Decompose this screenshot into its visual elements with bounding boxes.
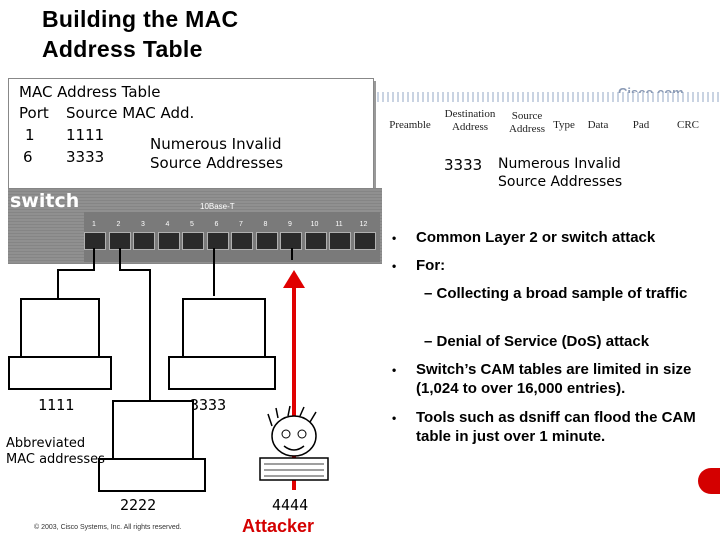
bullet-dot: • [392, 259, 397, 273]
frame-source-value: 3333 [444, 156, 483, 174]
switch-port-10 [304, 232, 327, 250]
bullet-dot: • [392, 231, 397, 245]
frame-field-destination: Destination Address [444, 108, 496, 133]
pc2-base [168, 356, 276, 390]
ethernet-frame-header: Preamble Destination Address Source Addr… [382, 106, 714, 140]
bullet-item: Switch’s CAM tables are limited in size … [416, 361, 692, 397]
attacker-mac: 4444 [272, 496, 309, 514]
switch-port-5 [182, 232, 204, 250]
bullet-dot: • [392, 411, 397, 425]
pc2-mac: 3333 [190, 396, 227, 414]
switch-port-11 [329, 232, 351, 250]
pc1-base [8, 356, 112, 390]
abbrev-note: Abbreviated MAC addresses [6, 436, 105, 467]
switch-label: switch [10, 190, 80, 212]
switch-port-number: 5 [190, 221, 194, 228]
switch-port-number: 9 [288, 221, 292, 228]
switch-port-4 [157, 232, 180, 250]
mac-table-title: MAC Address Table [19, 83, 161, 101]
pc3-monitor [112, 400, 194, 462]
switch-port-8 [255, 232, 278, 250]
switch-port-3 [133, 232, 155, 250]
frame-field-pad: Pad [632, 119, 650, 131]
switch-port-12 [353, 232, 376, 250]
switch-port-number: 6 [214, 221, 219, 228]
sub-bullet-item: – Collecting a broad sample of traffic [424, 285, 688, 302]
frame-field-type: Type [553, 119, 575, 131]
pc3-mac: 2222 [120, 496, 157, 514]
switch-port-number: 10 [310, 221, 319, 228]
switch-port-7 [231, 232, 253, 250]
pc3-base [98, 458, 206, 492]
mac-table-row-mac: 3333 [66, 148, 105, 166]
mac-table-row-port: 6 [23, 148, 33, 166]
mac-table-col-source: Source MAC Add. [66, 104, 195, 122]
sub-bullet-item: – Denial of Service (DoS) attack [424, 333, 650, 350]
frame-field-source: Source Address [508, 110, 546, 135]
frame-field-preamble: Preamble [389, 119, 431, 131]
cable-pc3 [119, 248, 151, 400]
mac-table-col-port: Port [19, 104, 49, 122]
pc2-monitor [182, 298, 266, 360]
switch-port-6 [206, 232, 229, 250]
bullet-item: Tools such as dsniff can flood the CAM t… [416, 409, 696, 445]
frame-field-crc: CRC [676, 119, 699, 131]
switch-port-number: 2 [116, 221, 121, 228]
switch-port-number: 11 [335, 221, 343, 228]
mac-table-note: Numerous Invalid Source Addresses [150, 135, 284, 172]
attacker-cartoon [259, 405, 329, 481]
pc1-mac: 1111 [38, 396, 75, 414]
title-line-2: Address Table [42, 36, 203, 62]
title-line-1: Building the MAC [42, 6, 239, 32]
header-band [372, 92, 720, 102]
bullet-item: For: [416, 257, 446, 274]
mac-address-table: MAC Address Table Port Source MAC Add. 1… [8, 78, 374, 192]
frame-note: Numerous Invalid Source Addresses [498, 156, 623, 190]
pc1-monitor [20, 298, 100, 360]
switch-port-number: 3 [141, 221, 145, 228]
bullet-dot: • [392, 363, 397, 377]
cable-pc1 [57, 248, 95, 300]
mac-table-row-port: 1 [25, 126, 35, 144]
mac-table-row-mac: 1111 [66, 126, 105, 144]
frame-field-data: Data [587, 119, 609, 131]
switch-port-number: 4 [165, 221, 170, 228]
cisco-brand: Cisco.com [618, 85, 684, 93]
switch-ports-label: 10Base-T [200, 202, 235, 211]
switch-port-number: 12 [359, 221, 368, 228]
attacker-label: Attacker [242, 516, 315, 536]
attack-arrow-head [283, 270, 305, 288]
switch-port-number: 7 [239, 221, 243, 228]
bullet-item: Common Layer 2 or switch attack [416, 229, 656, 246]
slide-title: Building the MAC Address Table [42, 4, 238, 64]
slide-corner-dot [698, 468, 720, 494]
switch-port-number: 8 [263, 221, 268, 228]
copyright: © 2003, Cisco Systems, Inc. All rights r… [34, 524, 182, 531]
switch-port-number: 1 [92, 221, 96, 228]
